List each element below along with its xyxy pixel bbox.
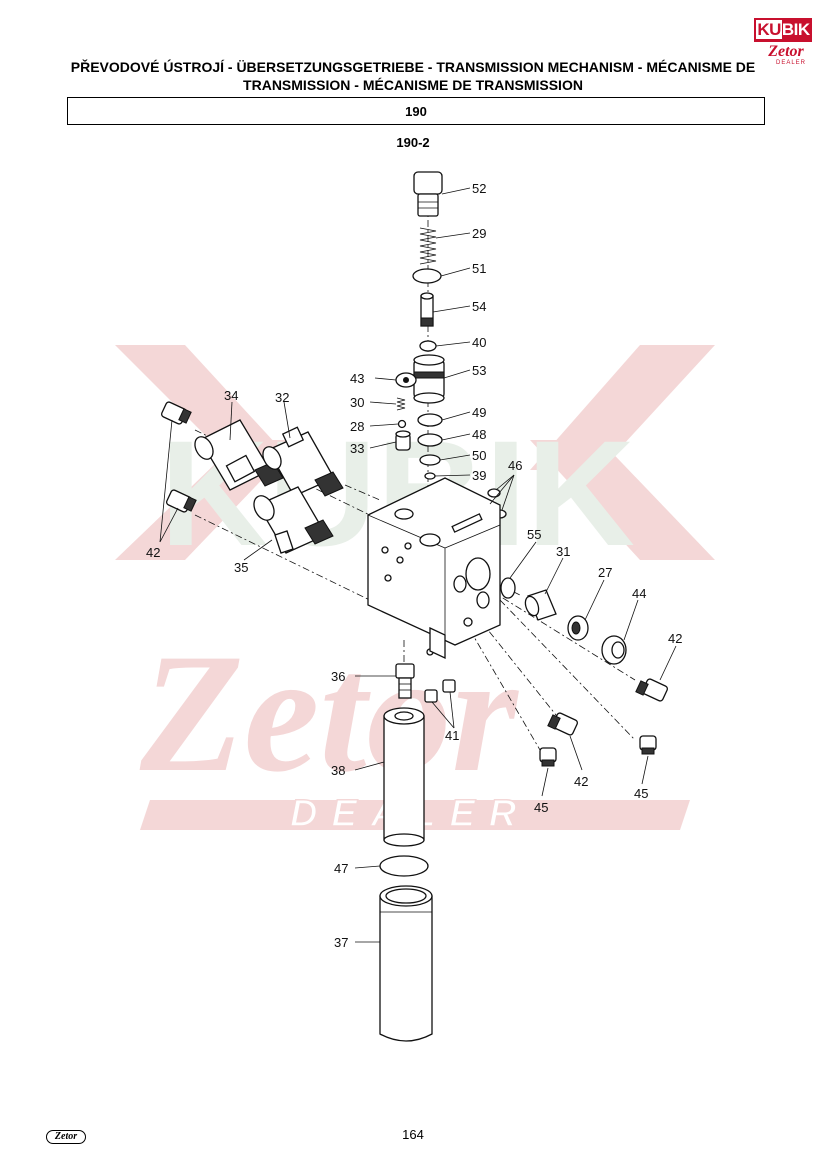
section-number-box: 190 xyxy=(67,97,765,125)
part-31-sleeve xyxy=(524,589,557,621)
label-55: 55 xyxy=(527,527,541,542)
part-48-oring xyxy=(417,433,443,447)
label-33: 33 xyxy=(350,441,364,456)
label-30: 30 xyxy=(350,395,364,410)
part-55-ring xyxy=(500,577,516,599)
part-37-housing xyxy=(379,885,433,1042)
part-42-fitting-lower-left xyxy=(165,489,197,513)
label-49: 49 xyxy=(472,405,486,420)
part-27-plug xyxy=(567,615,589,641)
label-44: 44 xyxy=(632,586,646,601)
label-27: 27 xyxy=(598,565,612,580)
leader-lines xyxy=(159,187,677,943)
label-45-right: 45 xyxy=(634,786,648,801)
part-39-ring xyxy=(424,472,436,480)
label-43: 43 xyxy=(350,371,364,386)
label-31: 31 xyxy=(556,544,570,559)
label-45-left: 45 xyxy=(534,800,548,815)
zetor-logo: Zetor xyxy=(768,43,804,60)
kubik-logo-part-a: KU xyxy=(756,20,782,39)
part-54-piston xyxy=(420,292,434,327)
part-42-fitting-upper-left xyxy=(160,401,192,425)
part-49-oring xyxy=(417,413,443,427)
watermark-zetor-text: Zetor xyxy=(139,619,520,807)
part-33-valve xyxy=(395,430,411,451)
page-title: PŘEVODOVÉ ÚSTROJÍ - ÜBERSETZUNGSGETRIEBE… xyxy=(70,59,756,93)
label-40: 40 xyxy=(472,335,486,350)
part-38-filter xyxy=(383,707,425,847)
part-42-fitting-middle xyxy=(547,712,579,736)
label-48: 48 xyxy=(472,427,486,442)
part-29-spring xyxy=(419,227,437,265)
valve-block xyxy=(367,477,501,660)
label-39: 39 xyxy=(472,468,486,483)
part-32-solenoid xyxy=(262,426,344,497)
part-47-oring xyxy=(379,855,429,877)
part-42-fitting-right xyxy=(635,678,669,702)
dealer-logo-text: DEALER xyxy=(776,60,807,66)
part-44-cap xyxy=(601,635,627,665)
part-50-oring xyxy=(419,454,441,466)
label-36: 36 xyxy=(331,669,345,684)
label-38: 38 xyxy=(331,763,345,778)
part-41-fittings xyxy=(424,679,456,703)
part-28-ball xyxy=(397,419,407,429)
part-40-washer xyxy=(419,340,437,352)
part-30-spring xyxy=(396,397,406,411)
part-36-nipple xyxy=(395,663,415,699)
label-53: 53 xyxy=(472,363,486,378)
label-42-left: 42 xyxy=(146,545,160,560)
part-51-oring xyxy=(412,268,442,284)
label-46: 46 xyxy=(508,458,522,473)
part-45-fitting-left xyxy=(539,747,557,767)
label-32: 32 xyxy=(275,390,289,405)
label-37: 37 xyxy=(334,935,348,950)
subsection-code: 190-2 xyxy=(396,135,430,150)
part-53-valve xyxy=(413,354,445,404)
part-35-solenoid xyxy=(253,486,334,554)
kubik-logo: KUBIK xyxy=(754,18,812,42)
label-42-right: 42 xyxy=(668,631,682,646)
label-42-middle: 42 xyxy=(574,774,588,789)
label-35: 35 xyxy=(234,560,248,575)
part-43-cap xyxy=(395,372,417,388)
label-52: 52 xyxy=(472,181,486,196)
kubik-logo-part-b: BIK xyxy=(781,20,810,39)
label-34: 34 xyxy=(224,388,238,403)
label-51: 51 xyxy=(472,261,486,276)
label-47: 47 xyxy=(334,861,348,876)
part-45-fitting-right xyxy=(639,735,657,755)
label-50: 50 xyxy=(472,448,486,463)
label-54: 54 xyxy=(472,299,486,314)
part-labels: 52 29 51 54 40 43 53 34 32 30 49 28 48 3… xyxy=(146,181,682,950)
part-52-plug xyxy=(413,171,443,217)
label-41: 41 xyxy=(445,728,459,743)
label-29: 29 xyxy=(472,226,486,241)
page-number: 164 xyxy=(402,1127,424,1142)
label-28: 28 xyxy=(350,419,364,434)
footer-zetor-logo: Zetor xyxy=(46,1130,86,1144)
